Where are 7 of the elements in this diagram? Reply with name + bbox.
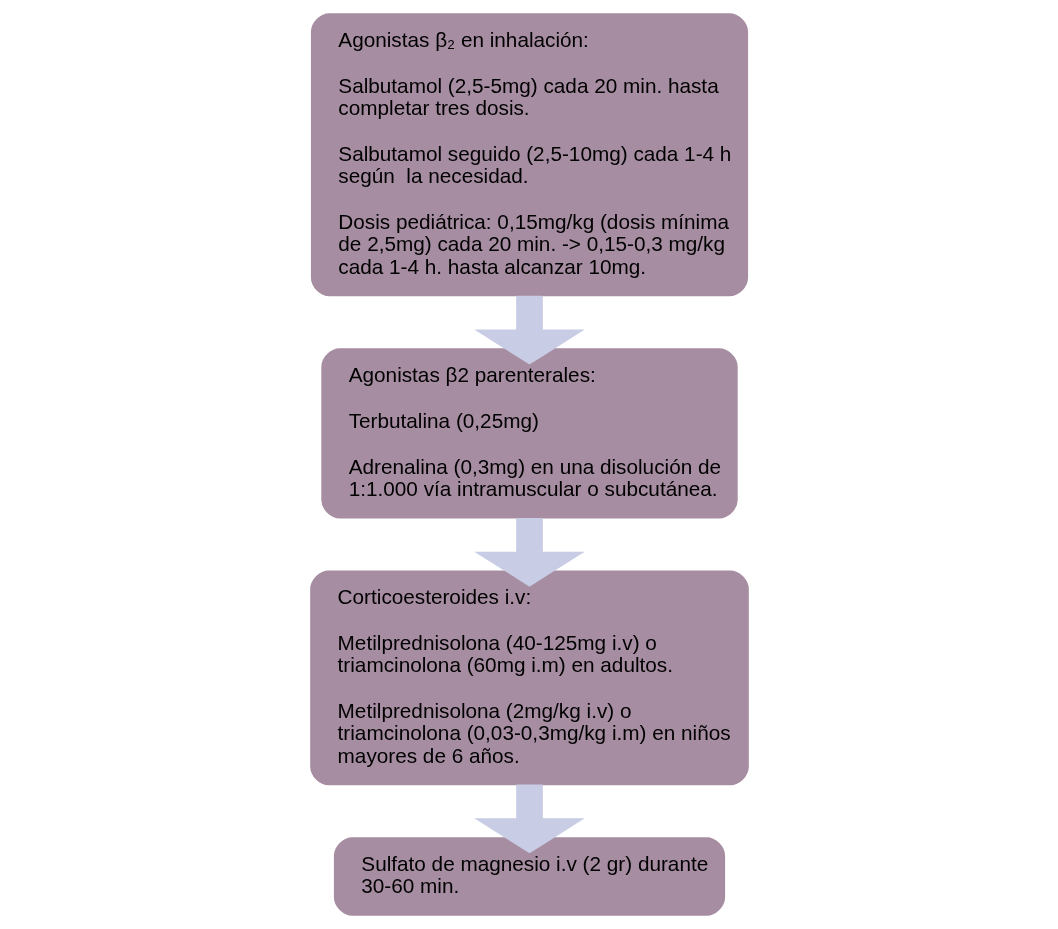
arrow: [473, 295, 585, 365]
node-box: Agonistas β₂ en inhalación: Salbutamol (2,5-5mg) cada 20 min. hasta completar tres dosis. Salbutamol seguido (2,5-10mg) cada 1-4 h según la necesidad. Dosis pediátrica: 0,15mg/kg (dosis mínima de 2,5mg) cada 20 min. -> 0,15-0,3 mg/kg cada 1-4 h. hasta alcanzar 10mg.: [310, 13, 748, 297]
node-box: Corticoesteroides i.v: Metilprednisolona (40-125mg i.v) o triamcinolona (60mg i.m) en adultos. Metilprednisolona (2mg/kg i.v) o triamcinolona (0,03-0,3mg/kg i.m) en niños mayores de 6 años.: [309, 570, 749, 786]
arrow: [473, 784, 585, 854]
node-box: Agonistas β2 parenterales: Terbutalina (0,25mg) Adrenalina (0,3mg) en una disolución de 1:1.000 vía intramuscular o subcutánea.: [320, 348, 738, 519]
node-box: Sulfato de magnesio i.v (2 gr) durante 30-60 min.: [333, 837, 725, 916]
arrow: [473, 518, 585, 587]
